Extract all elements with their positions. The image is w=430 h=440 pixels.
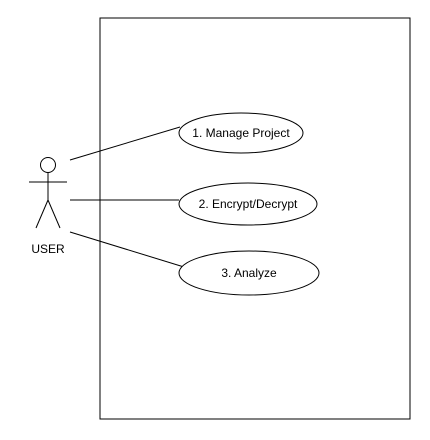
actor-left-leg <box>35 199 49 229</box>
association-manage-project <box>69 126 181 161</box>
use-case-analyze <box>178 250 320 296</box>
use-case-manage-project-label: 1. Manage Project <box>192 126 290 140</box>
actor-head <box>40 157 56 173</box>
use-case-encrypt-decrypt-label: 2. Encrypt/Decrypt <box>199 197 298 211</box>
actor-label: USER <box>31 242 65 256</box>
actor-user <box>29 157 67 229</box>
use-case-manage-project <box>178 112 304 154</box>
use-case-encrypt-decrypt <box>178 182 318 226</box>
use-case-analyze-label: 3. Analyze <box>221 266 277 280</box>
association-analyze <box>69 231 185 268</box>
actor-right-leg <box>47 199 61 229</box>
system-boundary <box>99 17 411 420</box>
